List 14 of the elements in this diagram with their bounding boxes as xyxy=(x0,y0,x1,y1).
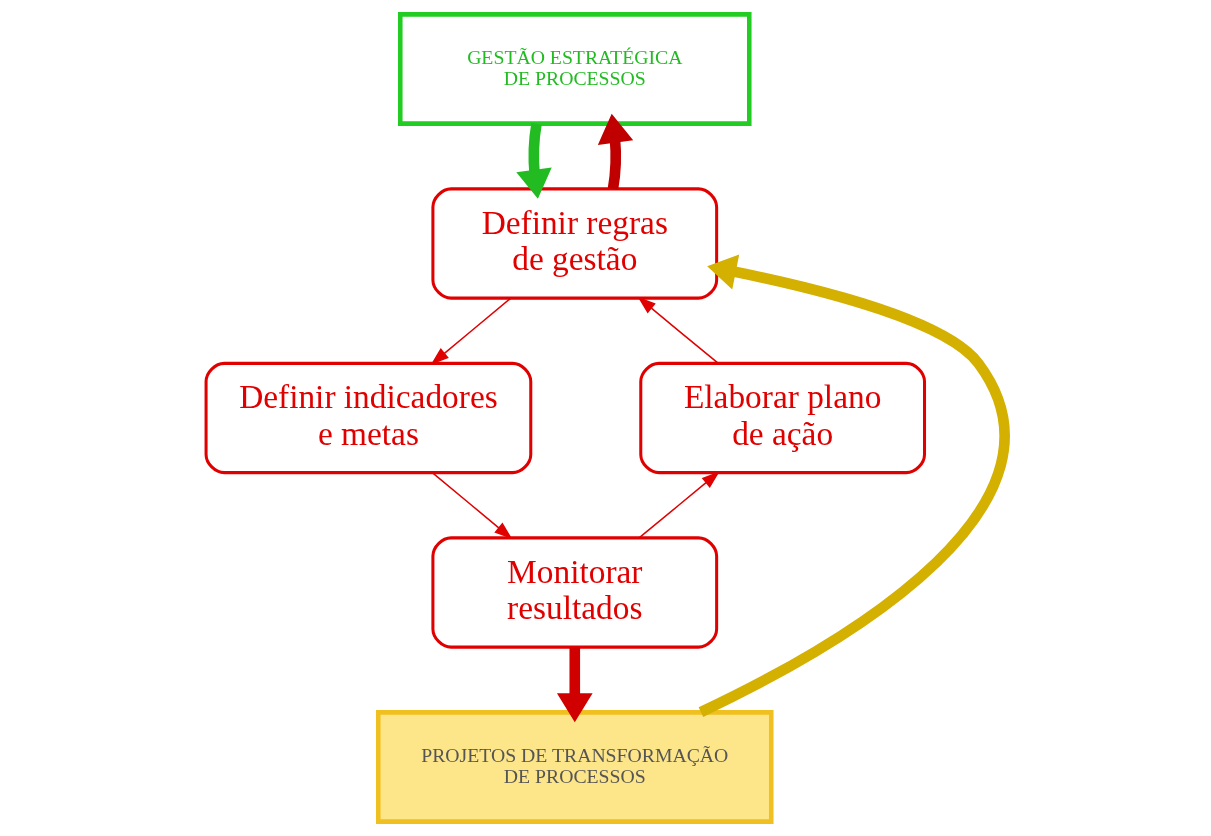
arrow xyxy=(430,297,512,365)
arrow xyxy=(556,647,593,723)
node-box: Definir regras de gestão xyxy=(431,187,719,300)
arrow xyxy=(597,113,634,190)
node-box: Definir indicadores e metas xyxy=(204,361,533,475)
arrow xyxy=(638,471,720,539)
arrow xyxy=(431,472,513,540)
arrow xyxy=(516,123,552,199)
node-box: Monitorar resultados xyxy=(431,536,719,649)
node-box: PROJETOS DE TRANSFORMAÇÃO DE PROCESSOS xyxy=(376,710,774,824)
node-box: Elaborar plano de ação xyxy=(639,361,927,475)
arrow xyxy=(698,254,1010,717)
node-box: GESTÃO ESTRATÉGICA DE PROCESSOS xyxy=(398,12,752,126)
arrow xyxy=(637,296,719,364)
